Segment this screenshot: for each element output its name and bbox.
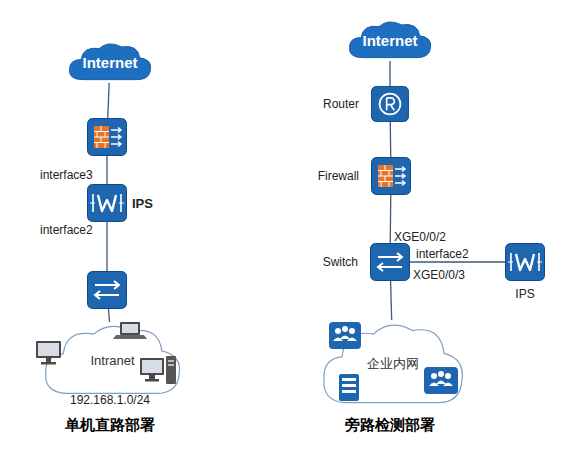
network-link [390,122,392,157]
port-label: interface2 [40,223,93,237]
port-label: 单机直路部署 [65,416,155,435]
network-cloud: Internet [65,41,155,83]
device-icon: Firewall [371,157,411,195]
port-label: interface2 [416,247,469,261]
network-cloud: Intranet [40,322,185,398]
network-cloud: 企业内网 [318,320,468,408]
network-cloud: Internet [345,19,435,61]
node-label: Internet [65,54,155,71]
device-icon [87,118,127,156]
device-icon: Switch [370,243,410,281]
port-label: 192.168.1.0/24 [70,393,150,407]
port-label: XGE0/0/3 [413,268,465,282]
network-link [389,61,390,86]
node-label: Intranet [40,353,185,368]
node-label: Firewall [318,169,359,183]
node-shape [370,243,410,281]
node-label: IPS [132,196,153,211]
node-shape [87,118,127,156]
node-shape [505,243,545,281]
network-link [106,156,107,184]
network-link [390,195,392,243]
device-icon: Router [371,86,409,122]
network-link [108,83,109,118]
node-shape [371,86,409,122]
node-label: IPS [515,287,534,301]
node-shape [87,271,127,309]
node-label: 企业内网 [318,355,468,373]
network-link [108,309,109,322]
network-link [410,261,505,262]
device-icon: IPS [505,243,545,281]
node-shape [87,184,127,222]
port-label: 旁路检测部署 [345,416,435,435]
port-label: interface3 [40,168,93,182]
port-label: XGE0/0/2 [394,230,446,244]
node-label: Switch [323,255,358,269]
network-link [106,222,107,271]
device-icon [87,271,127,309]
network-link [391,281,392,320]
node-shape [371,157,411,195]
node-label: Router [323,97,359,111]
device-icon: IPS [87,184,127,222]
node-label: Internet [345,32,435,49]
